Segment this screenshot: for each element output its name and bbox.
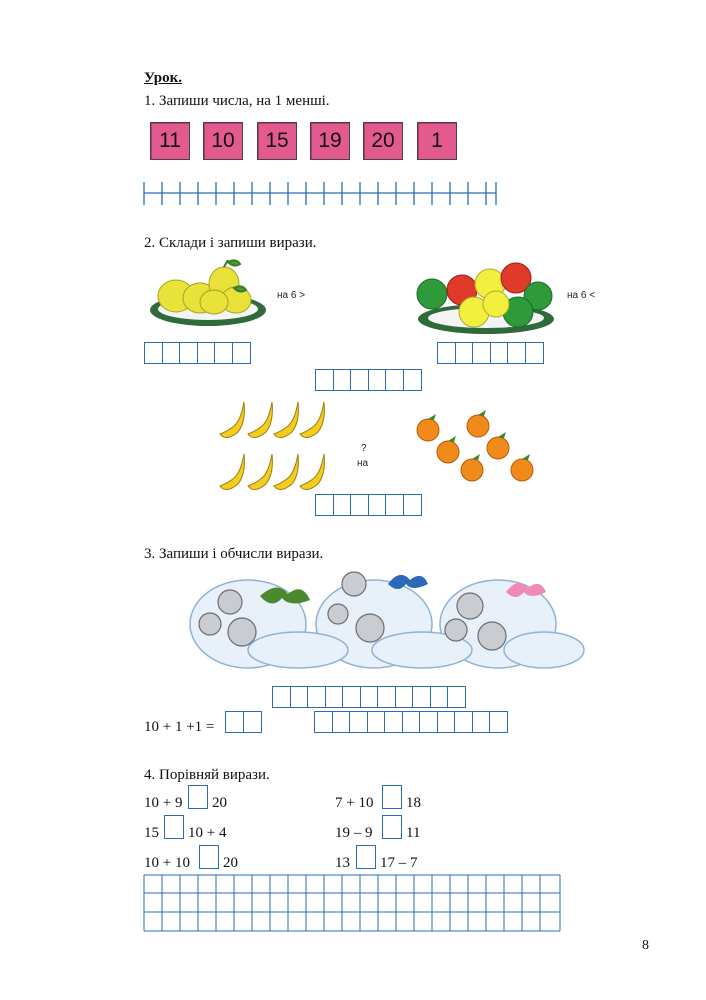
pears-plate-icon — [150, 259, 266, 326]
answer-grid[interactable] — [143, 874, 561, 932]
number-card: 11 — [150, 122, 190, 160]
compare-left-a: 15 — [144, 825, 159, 841]
task2-heading: 2. Склади і запиши вирази. — [144, 235, 317, 251]
task4-heading: 4. Порівняй вирази. — [144, 767, 270, 783]
compare-right-b: 17 – 7 — [380, 855, 418, 871]
compare-sign-box[interactable] — [382, 815, 402, 839]
task3-expression: 10 + 1 +1 = — [144, 719, 215, 735]
compare-sign-box[interactable] — [188, 785, 208, 809]
bananas-icon — [219, 401, 325, 490]
compare-left-a: 10 + 9 — [144, 795, 183, 811]
compare-left-a: 10 + 10 — [144, 855, 190, 871]
answer-boxes[interactable] — [272, 686, 466, 708]
tangerines-icon — [416, 410, 534, 482]
number-card: 1 — [417, 122, 457, 160]
answer-number-line[interactable] — [143, 178, 497, 208]
question-mark: ? — [361, 443, 367, 454]
answer-boxes[interactable] — [314, 711, 508, 733]
lesson-title: Урок. — [144, 70, 183, 86]
piggy-banks-with-coins-icon — [189, 571, 585, 669]
task3-heading: 3. Запиши і обчисли вирази. — [144, 546, 324, 562]
answer-boxes[interactable] — [144, 342, 251, 364]
compare-left-b: 10 + 4 — [188, 825, 227, 841]
answer-boxes[interactable] — [315, 494, 422, 516]
compare-sign-box[interactable] — [199, 845, 219, 869]
compare-sign-box[interactable] — [382, 785, 402, 809]
answer-boxes[interactable] — [225, 711, 262, 733]
number-card: 20 — [363, 122, 403, 160]
compare-right-a: 7 + 10 — [335, 795, 374, 811]
pears-label: на 6 > — [277, 290, 306, 301]
compare-right-b: 11 — [406, 825, 421, 841]
compare-left-b: 20 — [223, 855, 238, 871]
compare-sign-box[interactable] — [356, 845, 376, 869]
compare-right-b: 18 — [406, 795, 421, 811]
apples-plate-icon — [416, 262, 554, 334]
compare-right-a: 19 – 9 — [335, 825, 373, 841]
apples-label: на 6 < — [567, 290, 596, 301]
compare-sign-box[interactable] — [164, 815, 184, 839]
number-card: 10 — [203, 122, 243, 160]
page-number: 8 — [642, 938, 649, 953]
question-word: на — [357, 458, 369, 469]
task1-heading: 1. Запиши числа, на 1 менші. — [144, 93, 330, 109]
number-card: 19 — [310, 122, 350, 160]
answer-boxes[interactable] — [315, 369, 422, 391]
number-card: 15 — [257, 122, 297, 160]
compare-left-b: 20 — [212, 795, 227, 811]
compare-right-a: 13 — [335, 855, 350, 871]
answer-boxes[interactable] — [437, 342, 544, 364]
